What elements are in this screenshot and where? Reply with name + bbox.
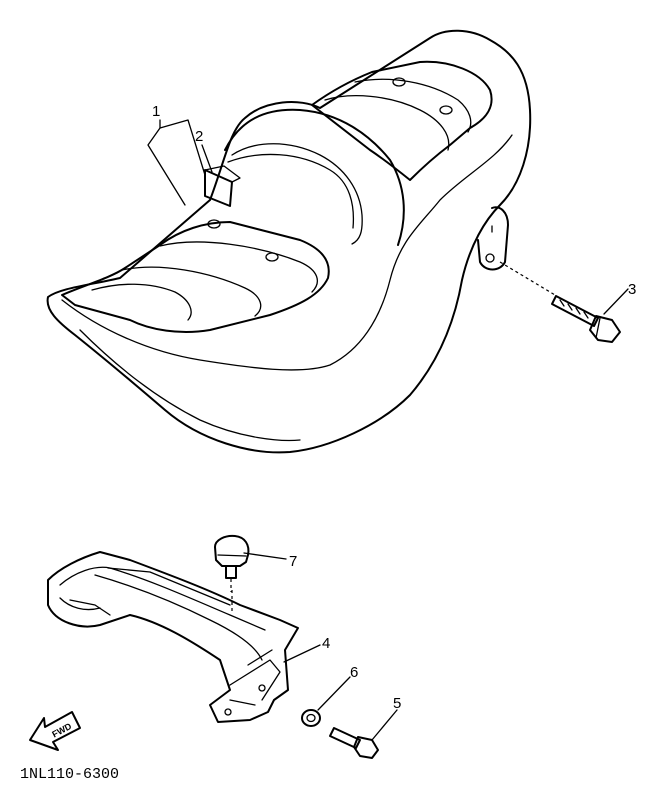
callout-3: 3 bbox=[628, 281, 636, 298]
callout-labels: 1 2 3 7 4 6 5 bbox=[152, 103, 636, 712]
bolt-3 bbox=[499, 261, 621, 343]
drawing-code: 1NL110-6300 bbox=[20, 766, 119, 783]
damper-7 bbox=[214, 534, 250, 592]
seat bbox=[46, 29, 532, 454]
bracket-4 bbox=[47, 551, 299, 723]
front-arrow: FWD bbox=[29, 711, 81, 751]
bolt-5 bbox=[329, 727, 379, 759]
callout-7: 7 bbox=[289, 553, 297, 570]
callout-4: 4 bbox=[322, 635, 330, 652]
callout-2: 2 bbox=[195, 128, 203, 145]
leader-lines bbox=[147, 119, 629, 741]
callout-1: 1 bbox=[152, 103, 160, 120]
washer-6 bbox=[301, 709, 321, 727]
callout-6: 6 bbox=[350, 664, 358, 681]
callout-5: 5 bbox=[393, 695, 401, 712]
